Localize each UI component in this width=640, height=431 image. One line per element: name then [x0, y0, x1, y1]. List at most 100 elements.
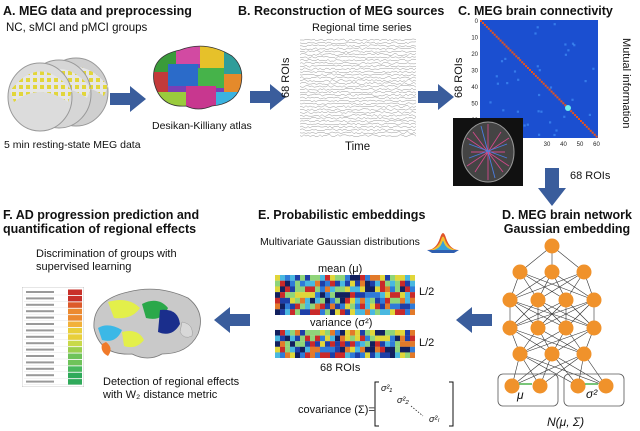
heatmap-cell [380, 346, 386, 353]
heatmap-cell [380, 292, 386, 298]
heatmap-cell [405, 346, 411, 353]
matrix-diagonal-cell [521, 61, 524, 64]
heatmap-cell [385, 286, 391, 293]
matrix-diagonal-cell [558, 98, 561, 101]
heatmap-cell [345, 275, 351, 281]
heatmap-cell [350, 286, 356, 293]
heatmap-cell [385, 303, 391, 310]
panel-c-title: C. MEG brain connectivity [458, 4, 613, 18]
heatmap-cell [275, 330, 281, 336]
heatmap-cell [280, 309, 286, 315]
panel-f-title-line1: F. AD progression prediction and [3, 208, 200, 222]
heatmap-cell [400, 303, 406, 310]
matrix-y-tick: 20 [471, 52, 478, 58]
heatmap-cell [350, 280, 356, 287]
heatmap-cell [400, 280, 406, 287]
matrix-cell [526, 123, 529, 126]
heatmap-cell [305, 286, 311, 293]
heatmap-cell [355, 346, 361, 353]
heatmap-cell [385, 280, 391, 287]
brain-atlas-illustration [146, 42, 246, 114]
matrix-diagonal-cell [527, 67, 529, 69]
heatmap-cell [400, 292, 406, 298]
heatmap-cell [290, 286, 296, 293]
network-node [544, 238, 560, 254]
heatmap-cell [345, 286, 351, 293]
matrix-diagonal-cell [497, 37, 500, 40]
network-node [558, 292, 574, 308]
matrix-diagonal-cell [532, 72, 535, 75]
heatmap-cell [290, 330, 296, 336]
heatmap-cell [340, 303, 346, 310]
heatmap-cell [355, 341, 361, 347]
heatmap-cell [385, 330, 391, 336]
heatmap-cell [295, 286, 301, 293]
matrix-diagonal-cell [487, 27, 490, 30]
heatmap-cell [275, 309, 281, 315]
heatmap-cell [385, 352, 391, 358]
heatmap-cell [410, 303, 415, 310]
table-value-cell [68, 359, 82, 366]
heatmap-cell [280, 335, 286, 342]
heatmap-cell [390, 341, 396, 347]
heatmap-cell [400, 286, 406, 293]
network-edge [519, 353, 607, 387]
heatmap-cell [330, 280, 336, 287]
heatmap-cell [285, 335, 291, 342]
network-edge [519, 353, 579, 387]
heatmap-cell [315, 286, 321, 293]
table-cell [26, 367, 54, 370]
heatmap-cell [380, 303, 386, 310]
time-series-trace [300, 99, 416, 103]
heatmap-cell [345, 309, 351, 315]
heatmap-cell [330, 346, 336, 353]
matrix-diagonal-cell [531, 71, 533, 73]
matrix-diagonal-cell [482, 22, 484, 24]
variance-heatmap [275, 330, 415, 358]
heatmap-cell [290, 352, 296, 358]
matrix-cell [523, 124, 526, 127]
matrix-diagonal-cell [587, 127, 590, 130]
matrix-diagonal-cell [591, 131, 594, 134]
time-series-trace [300, 79, 416, 82]
heatmap-cell [350, 297, 356, 304]
table-value-cell [68, 372, 82, 379]
matrix-cell [504, 57, 507, 60]
heatmap-cell [280, 303, 286, 310]
heatmap-cell [295, 292, 301, 298]
heatmap-cell [390, 292, 396, 298]
time-series-trace [300, 64, 416, 68]
time-series-trace [300, 131, 416, 135]
heatmap-cell [355, 297, 361, 304]
regional-effects-table [22, 287, 84, 387]
heatmap-cell [395, 292, 401, 298]
time-series-trace [300, 93, 416, 97]
heatmap-cell [350, 303, 356, 310]
network-node [576, 346, 592, 362]
heatmap-cell [410, 297, 415, 304]
panel-e-title: E. Probabilistic embeddings [258, 208, 426, 222]
heatmap-cell [280, 341, 286, 347]
heatmap-cell [275, 335, 281, 342]
matrix-diagonal-cell [513, 53, 516, 56]
heatmap-cell [335, 292, 341, 298]
mean-label: mean (μ) [318, 263, 363, 275]
heatmap-cell [290, 341, 296, 347]
variance-label: variance (σ²) [310, 317, 373, 329]
heatmap-cell [380, 352, 386, 358]
heatmap-cell [320, 352, 326, 358]
network-node [586, 292, 602, 308]
heatmap-cell [325, 309, 331, 315]
time-series-trace [300, 108, 416, 111]
heatmap-cell [320, 303, 326, 310]
network-edge [509, 271, 585, 301]
cov-entry-2: σ²₂ [397, 395, 409, 405]
time-series-trace [300, 82, 416, 85]
heatmap-cell [285, 275, 291, 281]
matrix-cell [538, 133, 541, 136]
table-cell [26, 348, 54, 351]
heatmap-cell [340, 309, 346, 315]
time-series-trace [300, 41, 416, 45]
heatmap-cell [325, 275, 331, 281]
table-value-cell [68, 295, 82, 302]
